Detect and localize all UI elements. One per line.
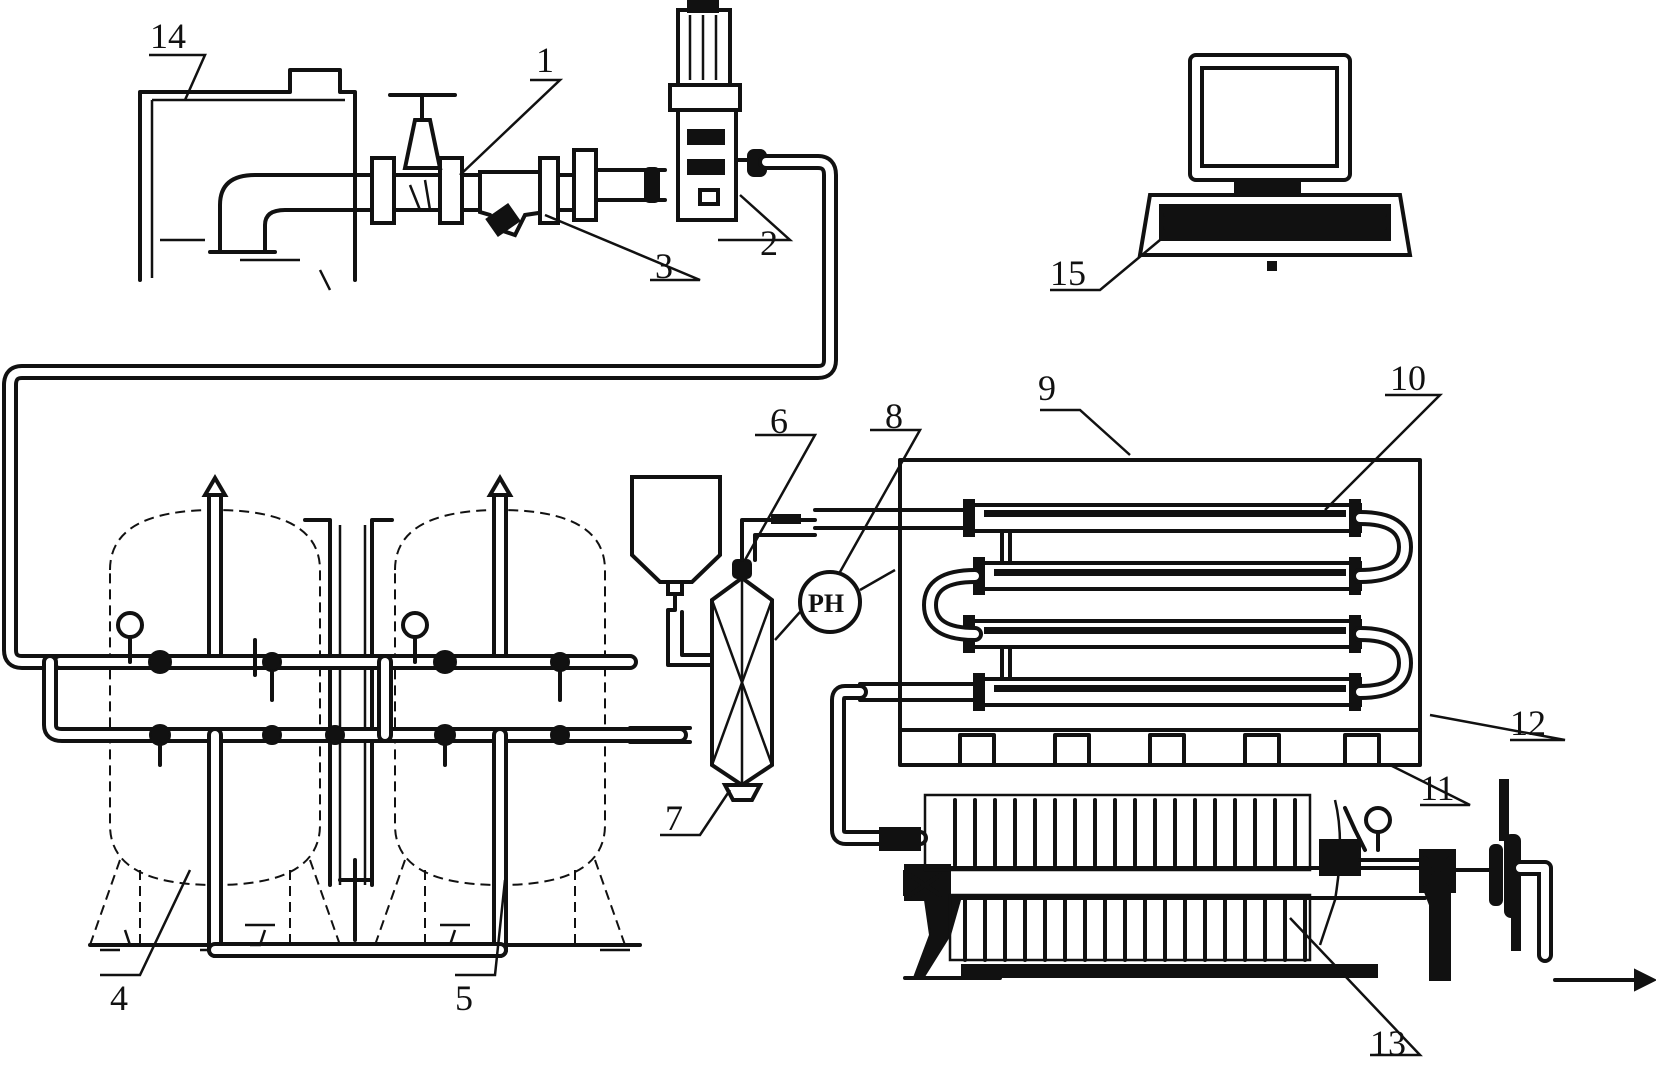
filter-press-plates: [923, 793, 1312, 962]
filter-tank-right: [374, 508, 626, 946]
pump-inlet-pipe: [594, 167, 667, 203]
label-5: 5: [455, 978, 473, 1018]
mixing-reactor: [710, 508, 902, 802]
ph-meter-label: PH: [808, 589, 844, 618]
label-6: 6: [770, 401, 788, 441]
label-12: 12: [1510, 703, 1546, 743]
serpentine-tube-coil: [858, 499, 1413, 711]
callout-labels: 1 2 3 4 5 6 7 8 9 10 11 12 13 14 15: [110, 16, 1546, 1063]
y-strainer: [460, 148, 598, 238]
label-1: 1: [536, 40, 554, 80]
press-feed-pipe: [830, 684, 928, 851]
leader-lines: [100, 53, 1566, 1057]
gate-valve: [370, 93, 464, 225]
tank-vents: [201, 474, 514, 942]
pump: [668, 0, 767, 222]
filter-tank-left: [89, 508, 341, 946]
outlet-arrow-icon: [1634, 968, 1656, 992]
ph-meter: PH: [774, 568, 896, 641]
label-3: 3: [655, 246, 673, 286]
label-7: 7: [665, 798, 683, 838]
support-blocks: [958, 733, 1381, 767]
label-10: 10: [1390, 358, 1426, 398]
filter-press-drive: [1318, 779, 1521, 981]
label-9: 9: [1038, 368, 1056, 408]
dosing-hopper: [630, 475, 730, 667]
label-15: 15: [1050, 253, 1086, 293]
tank-outlet-pipe: [628, 726, 692, 744]
label-11: 11: [1420, 768, 1455, 808]
tank-manifold: [42, 611, 688, 958]
treated-water-outlet: [1512, 860, 1656, 992]
raw-water-tank: [138, 68, 372, 291]
label-4: 4: [110, 978, 128, 1018]
computer: [1137, 53, 1413, 271]
label-14: 14: [150, 16, 186, 56]
label-2: 2: [760, 223, 778, 263]
feed-pipe: [2, 154, 838, 670]
label-8: 8: [885, 396, 903, 436]
label-13: 13: [1370, 1023, 1406, 1063]
